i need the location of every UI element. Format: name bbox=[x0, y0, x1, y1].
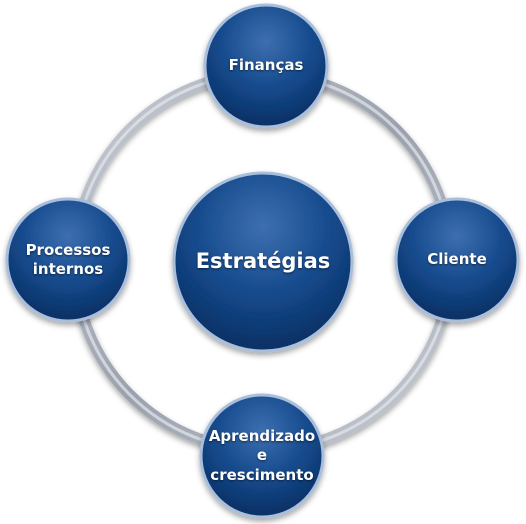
node-label-financas: Finanças bbox=[228, 56, 304, 75]
center-label: Estratégias bbox=[195, 249, 331, 274]
node-label-cliente: Cliente bbox=[427, 250, 487, 269]
node-top bbox=[203, 3, 329, 129]
node-label-aprendizado: Aprendizado e crescimento bbox=[208, 426, 316, 484]
center-node bbox=[172, 171, 354, 353]
node-left bbox=[5, 197, 131, 323]
node-bottom bbox=[199, 393, 325, 519]
node-right bbox=[394, 197, 520, 323]
node-label-processos: Processos internos bbox=[25, 240, 111, 279]
